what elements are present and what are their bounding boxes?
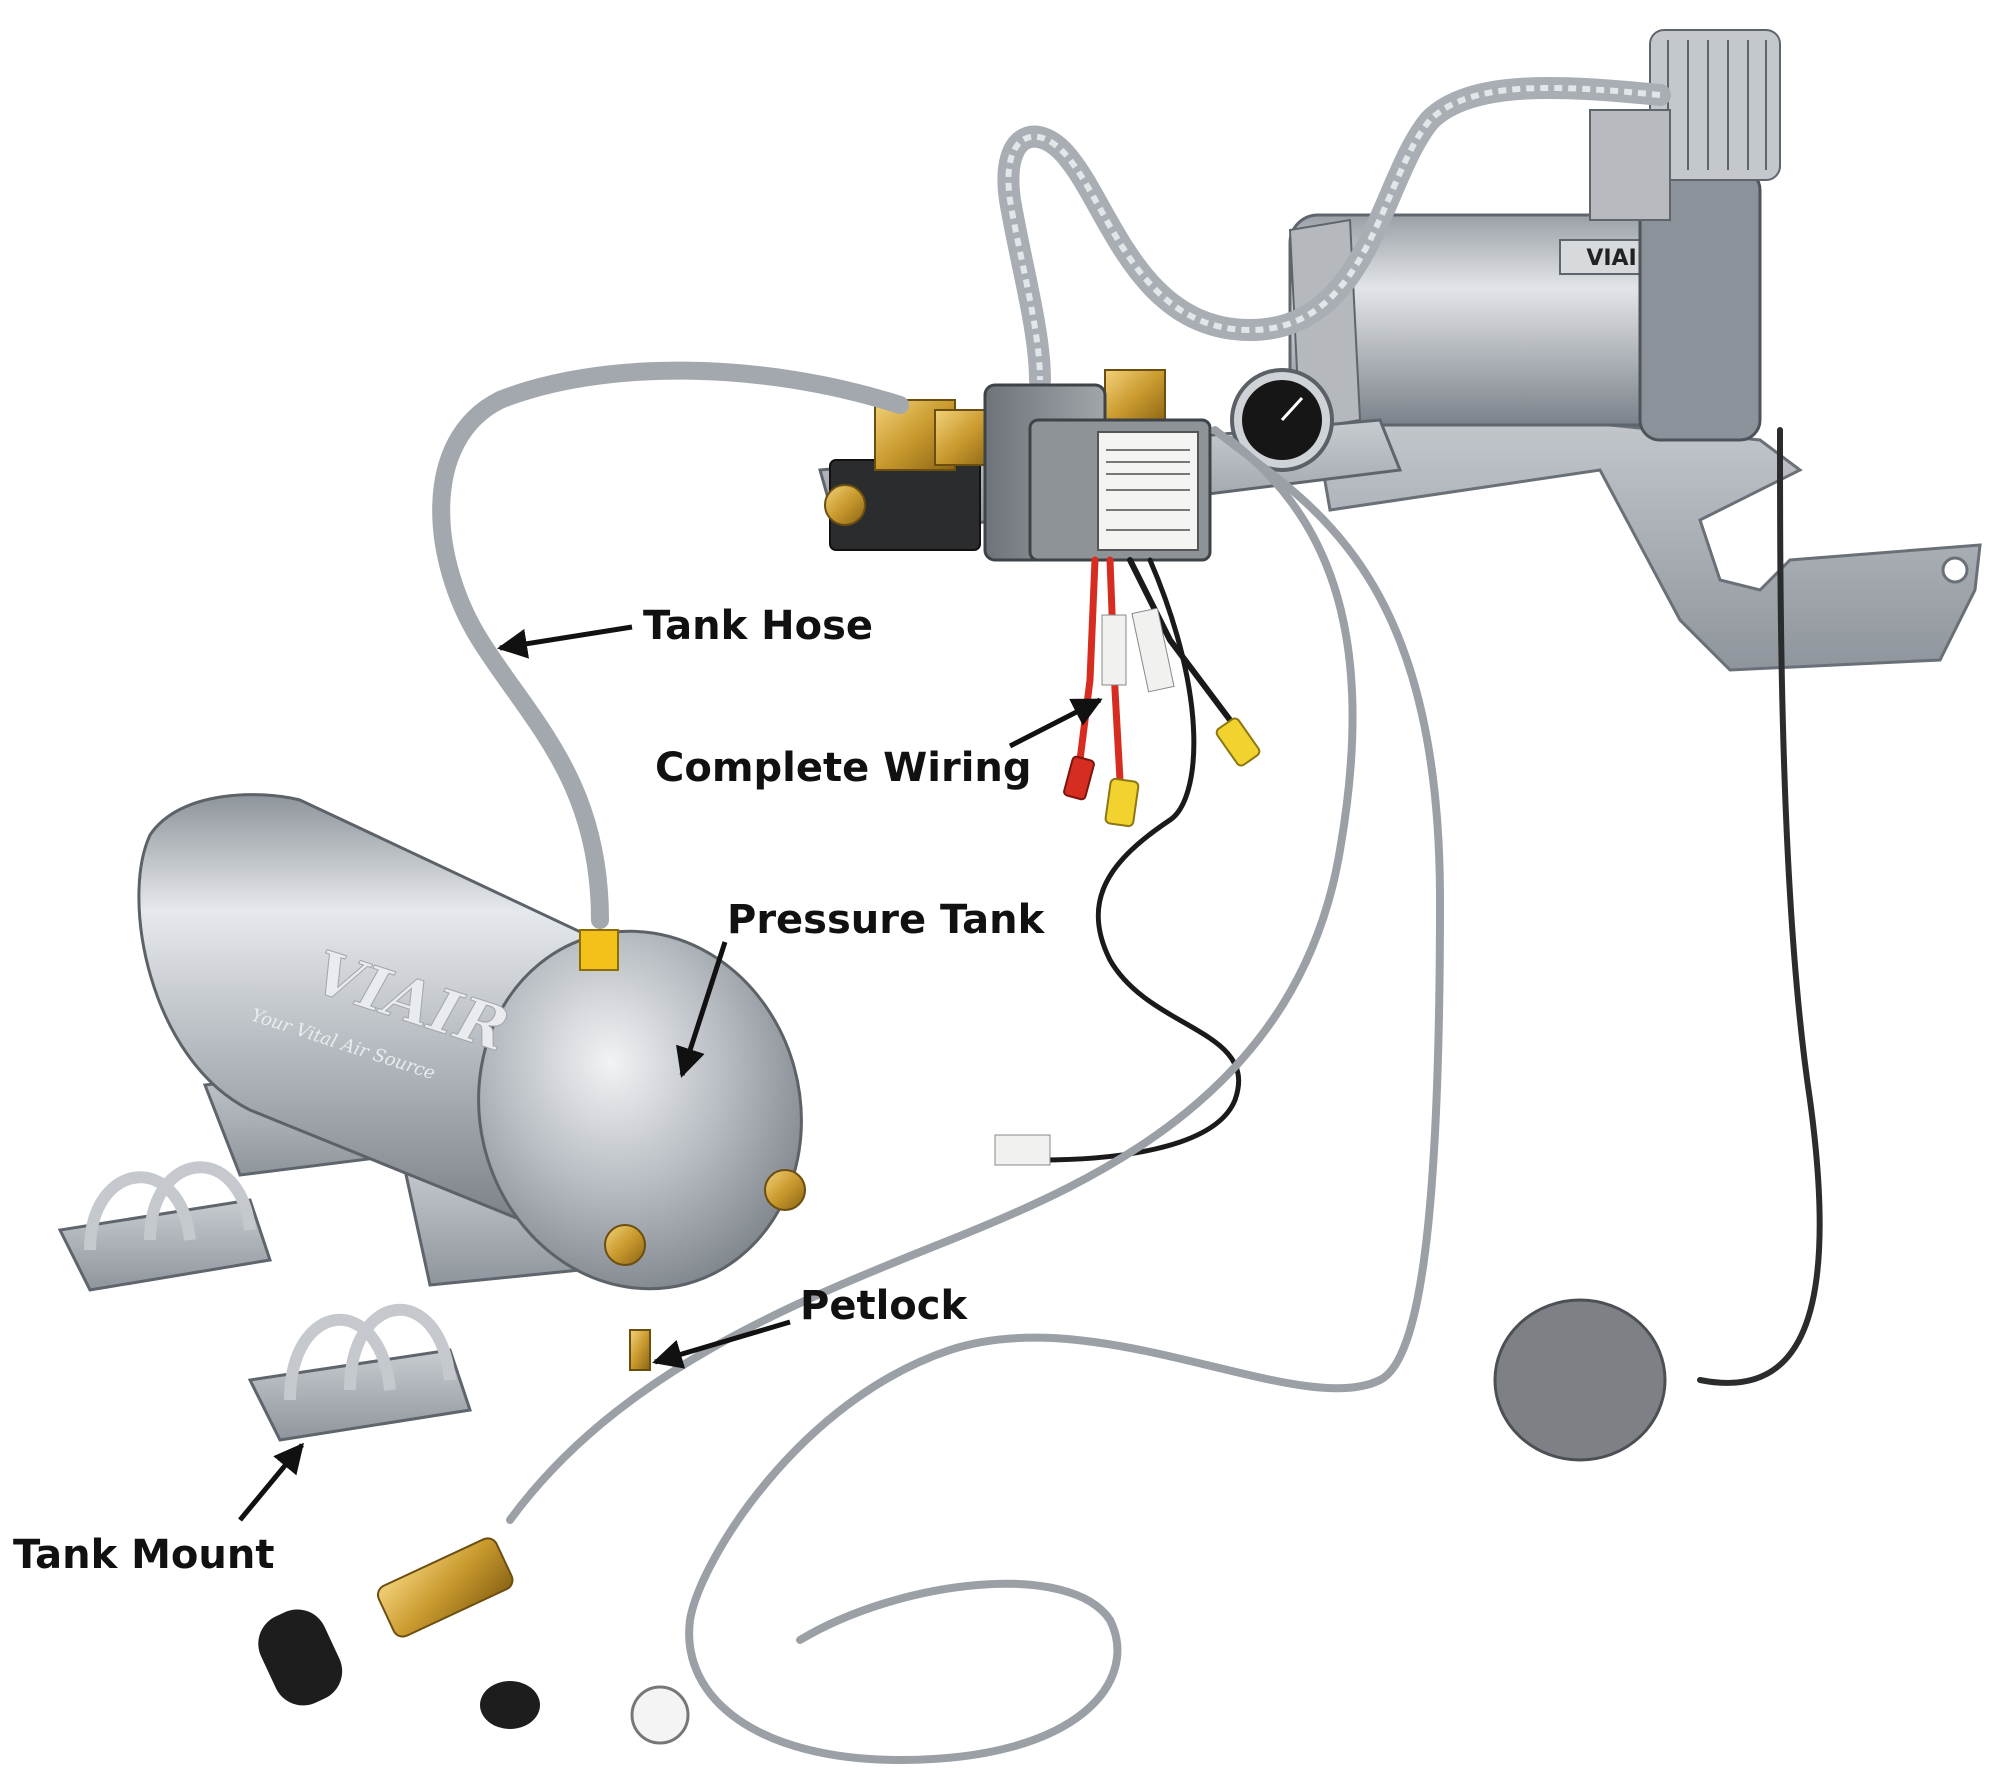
compressor-bracket xyxy=(1308,393,1982,672)
label-petlock: Petlock xyxy=(800,1283,968,1329)
accessories xyxy=(258,1298,1667,1745)
arrow-tank-hose xyxy=(497,624,633,659)
arrow-pressure-tank xyxy=(676,941,728,1078)
compressor: VIAIR xyxy=(1288,29,1781,442)
air-lines xyxy=(506,426,1823,1765)
pressure-switch xyxy=(983,383,1212,562)
tank-mounts xyxy=(57,1161,472,1442)
label-pressure-tank: Pressure Tank xyxy=(727,897,1045,943)
label-complete-wiring: Complete Wiring xyxy=(655,745,1032,791)
pressure-gauge xyxy=(1230,368,1334,472)
label-tank-hose: Tank Hose xyxy=(643,603,874,649)
arrow-petlock xyxy=(652,1319,791,1369)
arrow-complete-wiring xyxy=(1008,697,1103,749)
label-tank-mount: Tank Mount xyxy=(13,1532,275,1578)
callout-arrows xyxy=(238,624,1103,1522)
tank-hose-line xyxy=(432,361,909,929)
wiring-harness xyxy=(994,556,1261,1166)
arrow-tank-mount xyxy=(238,1442,304,1522)
air-tank: VIAIR Your Vital Air Source xyxy=(137,793,806,1371)
